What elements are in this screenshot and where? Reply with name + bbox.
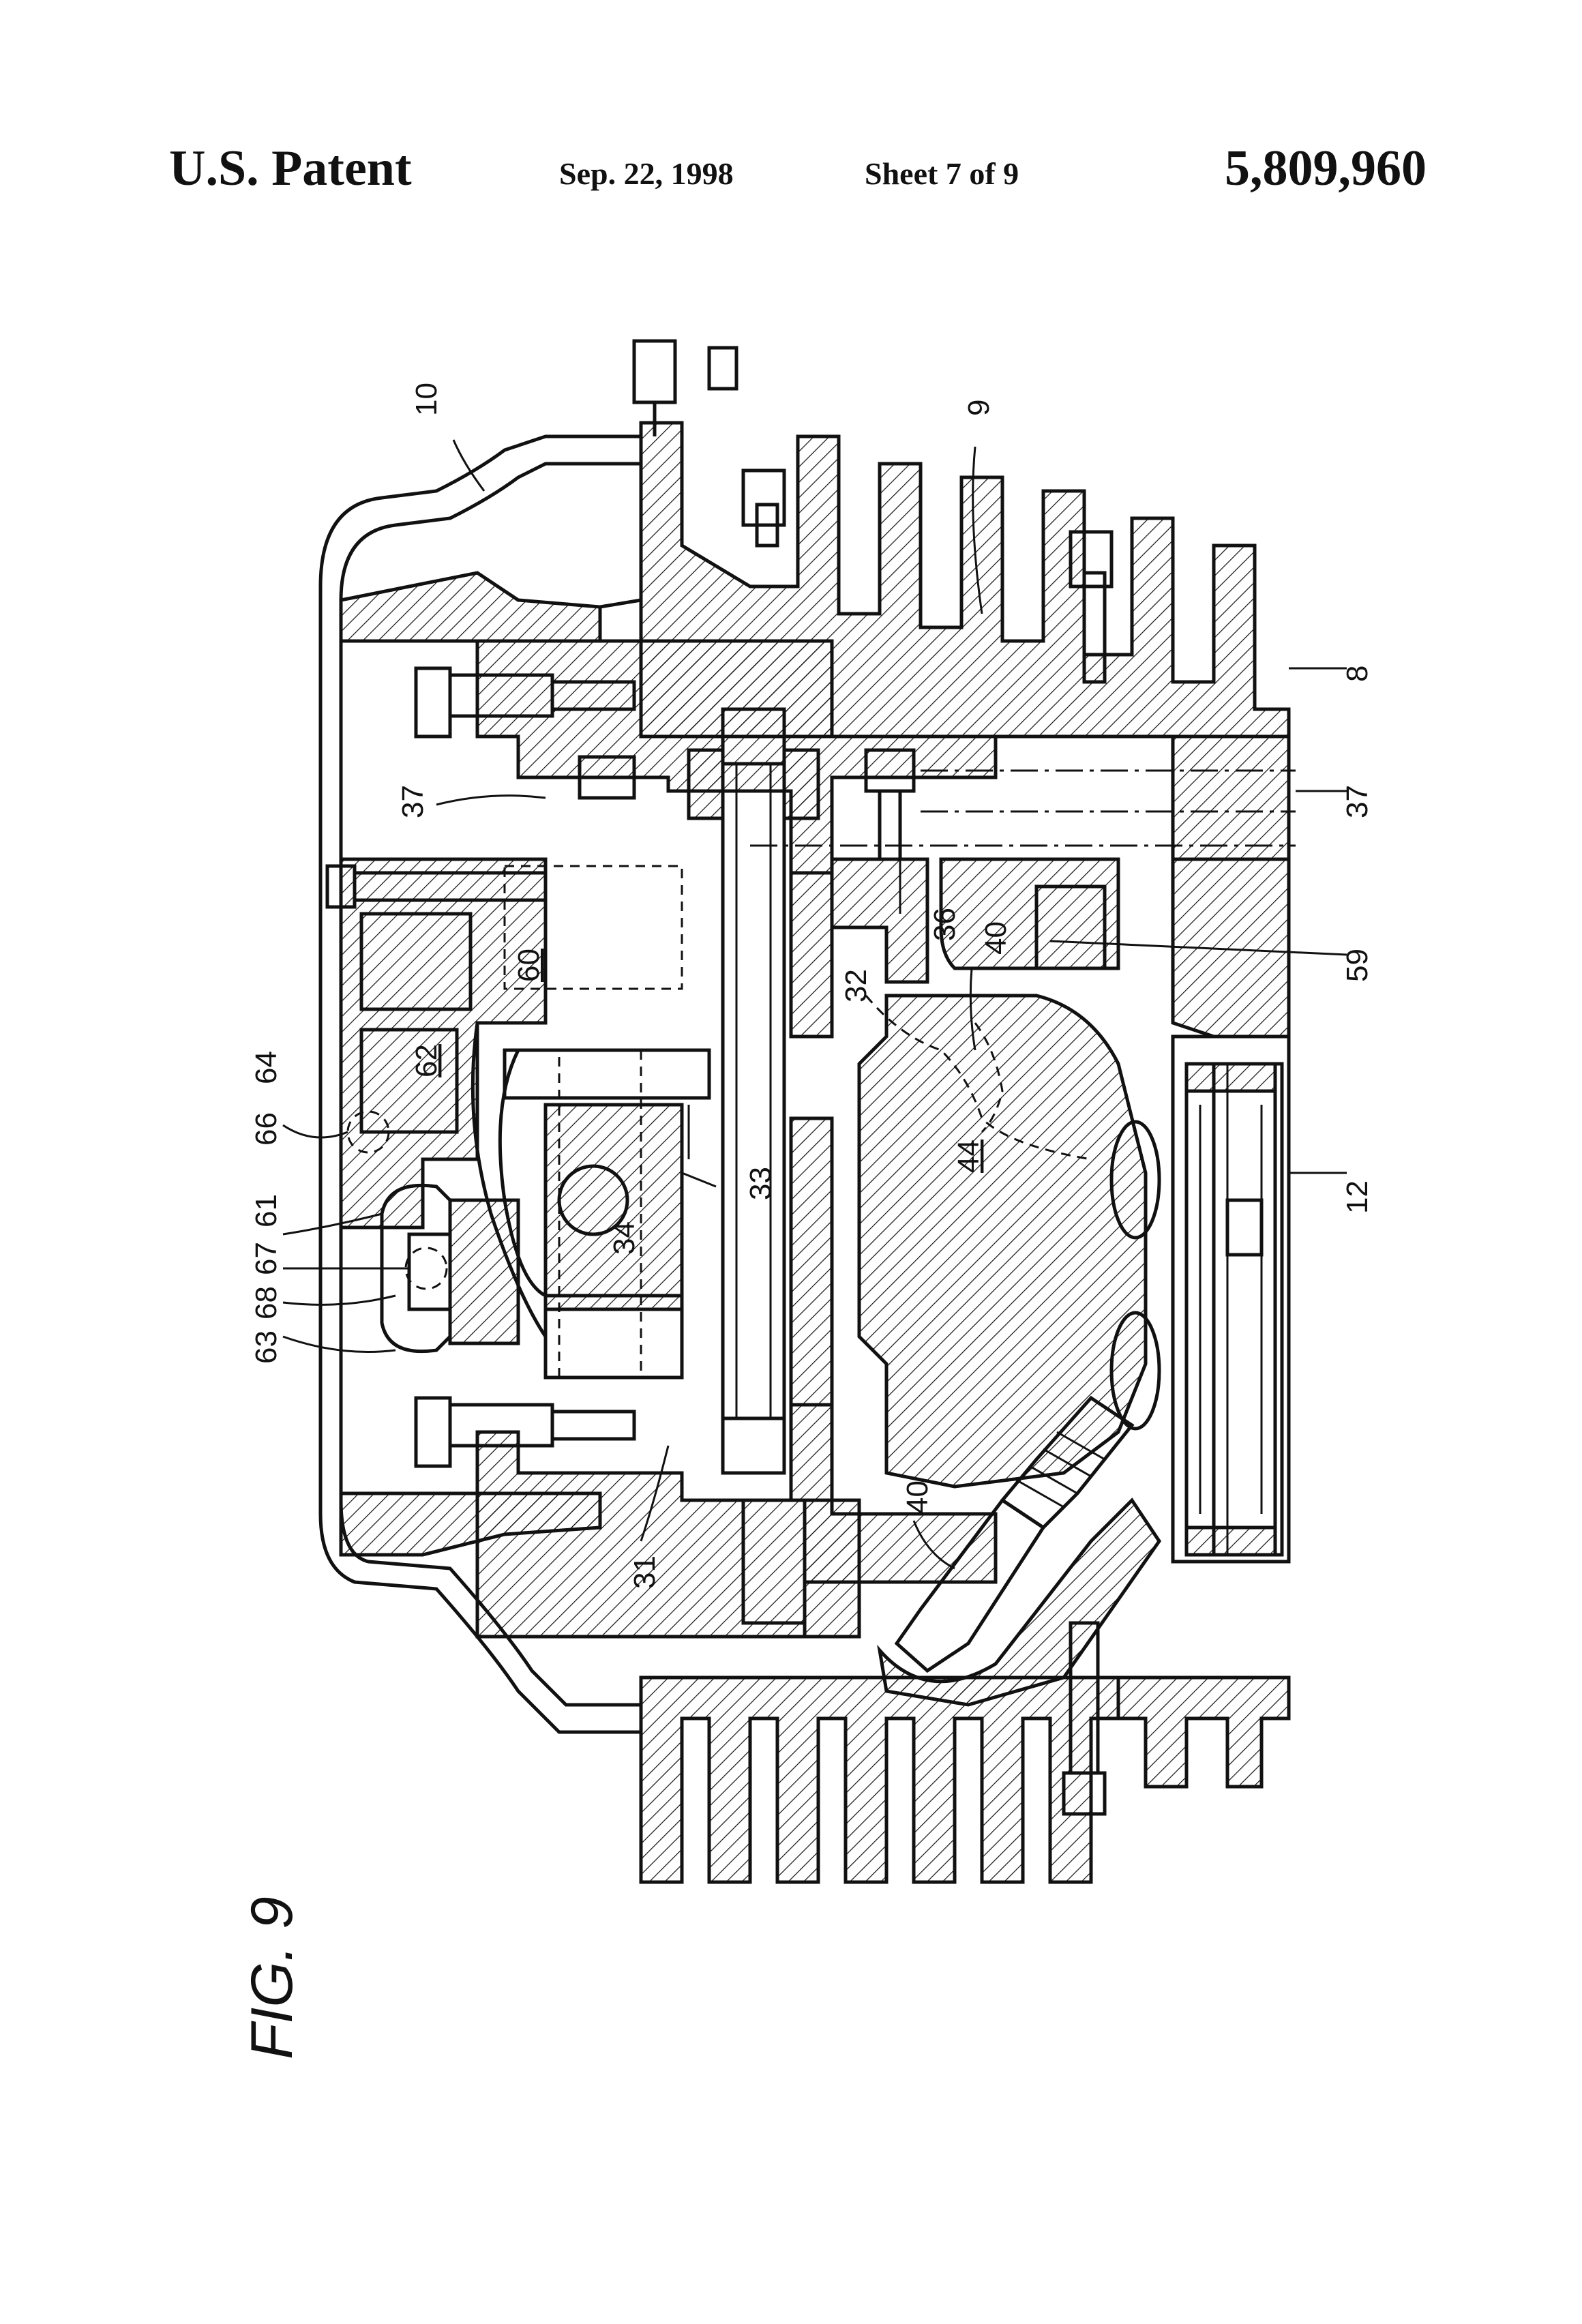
ref-32: 32 — [839, 969, 873, 1002]
ref-34: 34 — [608, 1221, 641, 1255]
ref-67: 67 — [250, 1242, 283, 1275]
ref-60: 60 — [512, 949, 546, 982]
cylinder-block — [1173, 736, 1289, 1562]
ref-63: 63 — [250, 1330, 283, 1364]
ref-64: 64 — [250, 1051, 283, 1084]
ref-62: 62 — [410, 1044, 443, 1077]
ref-12: 12 — [1341, 1180, 1374, 1214]
ref-31: 31 — [628, 1555, 661, 1589]
ref-10: 10 — [410, 383, 443, 416]
ref-59: 59 — [1341, 949, 1374, 982]
ref-66: 66 — [250, 1112, 283, 1146]
piston — [1214, 1064, 1282, 1555]
ref-61: 61 — [250, 1194, 283, 1227]
ref-44: 44 — [952, 1139, 985, 1173]
ref-8: 8 — [1341, 666, 1374, 682]
ref-9: 9 — [962, 400, 996, 416]
ref-37-right: 37 — [1341, 785, 1374, 818]
ref-40-lower: 40 — [901, 1480, 934, 1514]
figure-label: FIG. 9 — [239, 1896, 305, 2059]
ref-68: 68 — [250, 1286, 283, 1320]
ref-36: 36 — [928, 908, 961, 941]
ref-40-upper: 40 — [979, 921, 1013, 955]
ref-37-left: 37 — [396, 785, 430, 818]
cooling-fins-bottom — [641, 1623, 1289, 1882]
ref-33: 33 — [744, 1167, 777, 1200]
